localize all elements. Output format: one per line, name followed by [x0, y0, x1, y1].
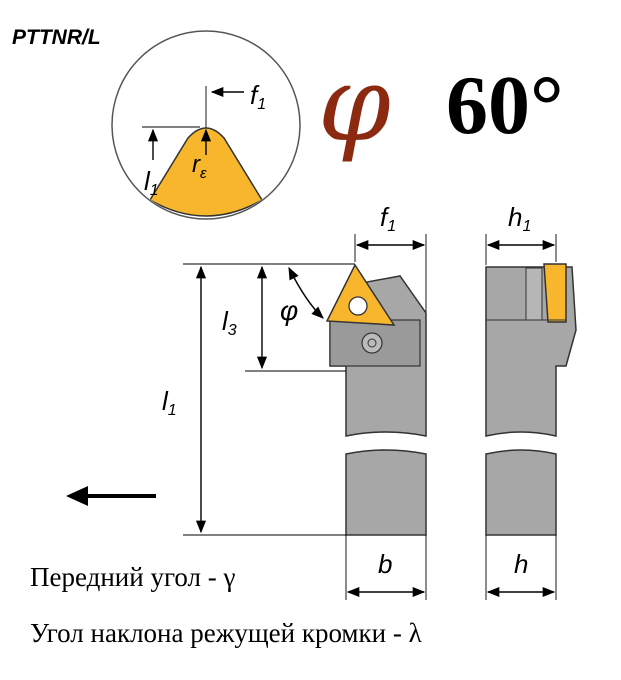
- tool-designation-title: PTTNR/L: [12, 26, 101, 49]
- detail-f1-label: f1: [250, 80, 266, 113]
- insert-hole: [348, 296, 368, 316]
- dim-h1: h1: [485, 202, 557, 265]
- holder-shank-lower: [345, 449, 427, 536]
- clamp-screw-head-icon: [367, 338, 377, 348]
- holder-side-view: [485, 263, 577, 536]
- insert-side-profile: [543, 263, 567, 323]
- feed-direction-arrow: [66, 486, 156, 506]
- l1-label: l1: [162, 386, 177, 419]
- nose-radius-label: rε: [192, 151, 207, 182]
- dim-b: b: [345, 535, 427, 600]
- inclination-angle-caption: Угол наклона режущей кромки - λ: [30, 618, 422, 648]
- approach-angle-value: 60°: [446, 59, 564, 152]
- holder-side-shank-lower: [485, 449, 557, 536]
- dim-f1: f1: [354, 202, 427, 312]
- f1-label: f1: [380, 202, 396, 235]
- b-label: b: [378, 549, 392, 579]
- dim-l3: l3: [222, 265, 268, 370]
- dim-h: h: [485, 535, 557, 600]
- approach-angle-symbol: φ: [318, 43, 391, 165]
- clamp-screw: [361, 332, 383, 354]
- h-label: h: [514, 549, 528, 579]
- holder-top-view: [325, 263, 427, 536]
- detail-l1-label: l1: [144, 166, 159, 199]
- l3-label: l3: [222, 306, 237, 339]
- angle-phi: φ: [280, 266, 324, 326]
- phi-label: φ: [280, 295, 298, 326]
- dim-l1: l1: [162, 265, 207, 534]
- rake-angle-caption: Передний угол - γ: [30, 562, 235, 592]
- triangular-insert: [325, 263, 396, 326]
- clamp-lever: [525, 267, 543, 321]
- h1-label: h1: [508, 202, 531, 235]
- insert-detail-view: f1 l1 rε: [111, 30, 301, 220]
